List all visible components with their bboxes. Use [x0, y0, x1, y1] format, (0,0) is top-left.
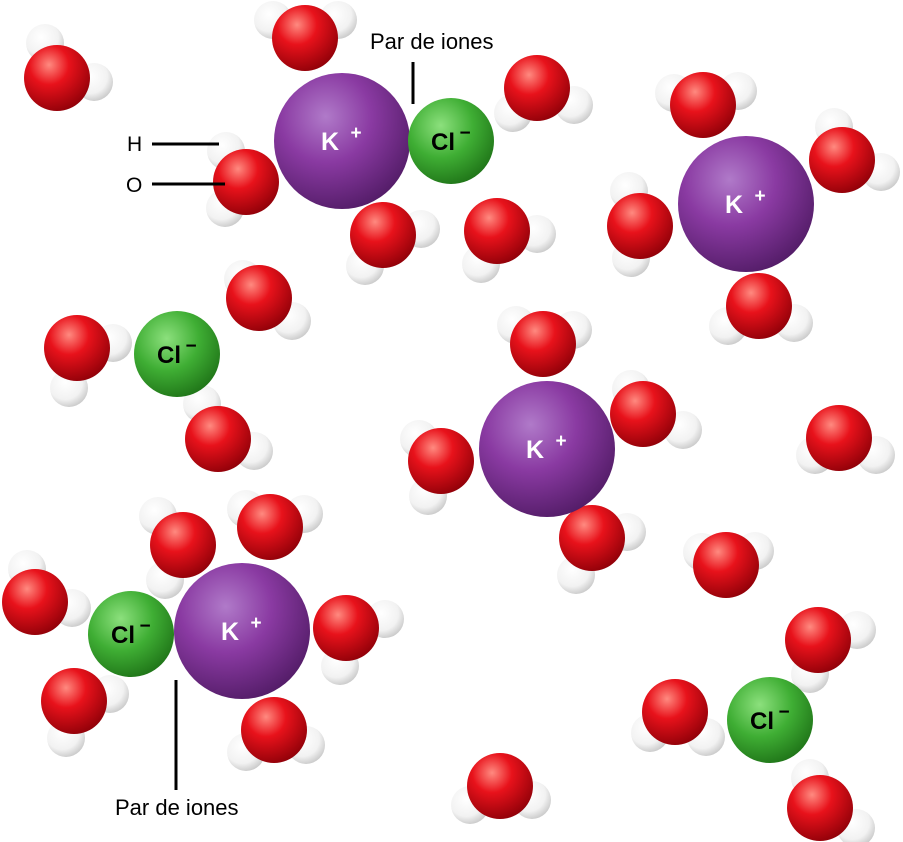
- potassium-label: K: [526, 436, 544, 464]
- water-molecule: [709, 273, 813, 345]
- potassium-label: K: [221, 618, 239, 646]
- chloride-ion: Cl−: [408, 98, 494, 184]
- potassium-ion: K+: [479, 381, 615, 517]
- oxygen-atom: [350, 202, 416, 268]
- water-molecule: [224, 260, 311, 340]
- water-molecule: [683, 532, 774, 598]
- oxygen-atom: [467, 753, 533, 819]
- water-molecule: [400, 420, 474, 515]
- oxygen-atom: [607, 193, 673, 259]
- chloride-charge: −: [778, 702, 789, 723]
- potassium-charge: +: [350, 123, 361, 144]
- potassium-ion: K+: [274, 73, 410, 209]
- oxygen-atom: [313, 595, 379, 661]
- potassium-charge: +: [754, 186, 765, 207]
- oxygen-atom: [510, 311, 576, 377]
- water-molecule: [139, 497, 216, 599]
- oxygen-atom: [464, 198, 530, 264]
- water-molecule: [313, 595, 404, 685]
- oxygen-atom: [226, 265, 292, 331]
- water-molecule: [346, 202, 440, 285]
- chloride-charge: −: [459, 123, 470, 144]
- water-molecule: [494, 55, 593, 132]
- potassium-sphere: [479, 381, 615, 517]
- chloride-sphere: [727, 677, 813, 763]
- oxygen-atom: [44, 315, 110, 381]
- water-molecule: [610, 370, 702, 449]
- oxygen-atom: [185, 406, 251, 472]
- chloride-label: Cl: [111, 622, 135, 649]
- oxygen-atom: [241, 697, 307, 763]
- potassium-sphere: [678, 136, 814, 272]
- water-molecule: [631, 679, 725, 756]
- water-molecule: [655, 72, 757, 138]
- oxygen-atom: [806, 405, 872, 471]
- potassium-sphere: [174, 563, 310, 699]
- ion-pair-top-label: Par de iones: [370, 29, 494, 54]
- potassium-charge: +: [555, 431, 566, 452]
- oxygen-atom: [610, 381, 676, 447]
- oxygen-atom: [2, 569, 68, 635]
- potassium-ion: K+: [678, 136, 814, 272]
- potassium-label: K: [321, 128, 339, 156]
- oxygen-atom: [559, 505, 625, 571]
- water-molecule: [183, 385, 273, 472]
- water-molecule: [796, 405, 895, 474]
- chloride-sphere: [134, 311, 220, 397]
- water-molecule: [557, 505, 646, 594]
- chloride-sphere: [88, 591, 174, 677]
- chloride-sphere: [408, 98, 494, 184]
- oxygen-label: O: [126, 174, 142, 197]
- potassium-label: K: [725, 191, 743, 219]
- chloride-charge: −: [185, 336, 196, 357]
- oxygen-atom: [408, 428, 474, 494]
- water-molecule: [497, 306, 592, 377]
- oxygen-atom: [726, 273, 792, 339]
- potassium-ion: K+: [174, 563, 310, 699]
- chloride-ion: Cl−: [727, 677, 813, 763]
- chloride-label: Cl: [431, 129, 455, 156]
- oxygen-atom: [213, 149, 279, 215]
- water-molecule: [2, 550, 91, 635]
- oxygen-atom: [504, 55, 570, 121]
- water-molecule: [206, 132, 279, 227]
- oxygen-atom: [809, 127, 875, 193]
- water-molecule: [44, 315, 132, 407]
- water-molecule: [41, 668, 129, 757]
- oxygen-atom: [237, 494, 303, 560]
- oxygen-atom: [670, 72, 736, 138]
- water-molecule: [785, 607, 876, 693]
- water-molecule: [809, 108, 900, 193]
- water-molecule: [787, 759, 875, 842]
- water-molecule: [462, 198, 556, 283]
- chloride-ion: Cl−: [88, 591, 174, 677]
- potassium-sphere: [274, 73, 410, 209]
- water-molecule: [254, 1, 357, 71]
- water-molecule: [24, 24, 113, 111]
- oxygen-atom: [24, 45, 90, 111]
- water-molecule: [451, 753, 551, 824]
- oxygen-atom: [787, 775, 853, 841]
- oxygen-atom: [693, 532, 759, 598]
- potassium-charge: +: [250, 613, 261, 634]
- water-molecule: [227, 490, 323, 560]
- ions: K+Cl−K+Cl−K+K+Cl−Cl−: [88, 73, 814, 763]
- oxygen-atom: [642, 679, 708, 745]
- callouts: Par de iones Par de iones H O: [115, 29, 494, 820]
- oxygen-atom: [272, 5, 338, 71]
- oxygen-atom: [785, 607, 851, 673]
- ion-pair-bottom-label: Par de iones: [115, 795, 239, 820]
- water-molecule: [227, 697, 325, 771]
- chloride-charge: −: [139, 616, 150, 637]
- chloride-label: Cl: [750, 708, 774, 735]
- oxygen-atom: [150, 512, 216, 578]
- hydrogen-label: H: [127, 133, 142, 156]
- chloride-ion: Cl−: [134, 311, 220, 397]
- water-molecule: [607, 172, 673, 277]
- oxygen-atom: [41, 668, 107, 734]
- chloride-label: Cl: [157, 342, 181, 369]
